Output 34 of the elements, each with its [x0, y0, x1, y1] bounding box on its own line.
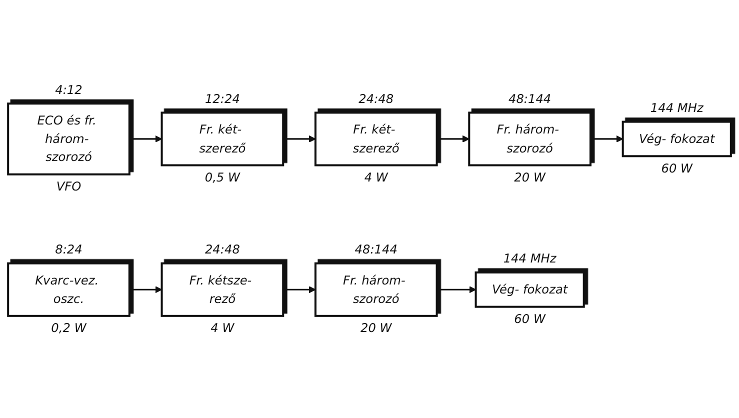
arrow [283, 135, 316, 143]
process-box: Fr. kétsze- rező [160, 262, 284, 317]
process-box: Fr. két- szerező [314, 112, 438, 166]
block-caption: 144 MHz [650, 101, 704, 116]
block-caption: 0,2 W [51, 321, 86, 336]
block-caption: VFO [56, 180, 82, 194]
block-caption: 4 W [364, 170, 388, 184]
process-box: Vég- fokozat [622, 120, 732, 158]
arrow [129, 286, 162, 294]
process-box: Kvarc-vez. oszc. [7, 262, 130, 317]
arrow [590, 135, 624, 143]
process-box: ECO és fr. három- szorozó [7, 102, 130, 176]
arrow [436, 286, 476, 294]
block-caption: 24:48 [204, 242, 240, 257]
block-caption: 24:48 [358, 92, 394, 106]
arrow [283, 286, 316, 294]
arrow [436, 135, 470, 143]
process-box: Fr. három- szorozó [314, 262, 438, 317]
process-box: Fr. két- szerező [160, 112, 284, 166]
block-caption: 20 W [360, 321, 392, 336]
arrow [129, 135, 162, 143]
process-box: Vég- fokozat [474, 271, 585, 308]
block-caption: 60 W [514, 312, 546, 326]
block-caption: 20 W [514, 170, 546, 184]
block-caption: 4 W [210, 321, 234, 336]
block-caption: 144 MHz [503, 252, 556, 266]
block-caption: 48:144 [508, 92, 552, 106]
block-caption: 4:12 [55, 82, 82, 97]
block-caption: 8:24 [55, 242, 82, 257]
block-caption: 12:24 [204, 92, 240, 106]
block-caption: 48:144 [354, 242, 398, 257]
block-caption: 60 W [661, 161, 693, 176]
block-caption: 0,5 W [204, 170, 240, 184]
process-box: Fr. három- szorozó [468, 112, 592, 166]
